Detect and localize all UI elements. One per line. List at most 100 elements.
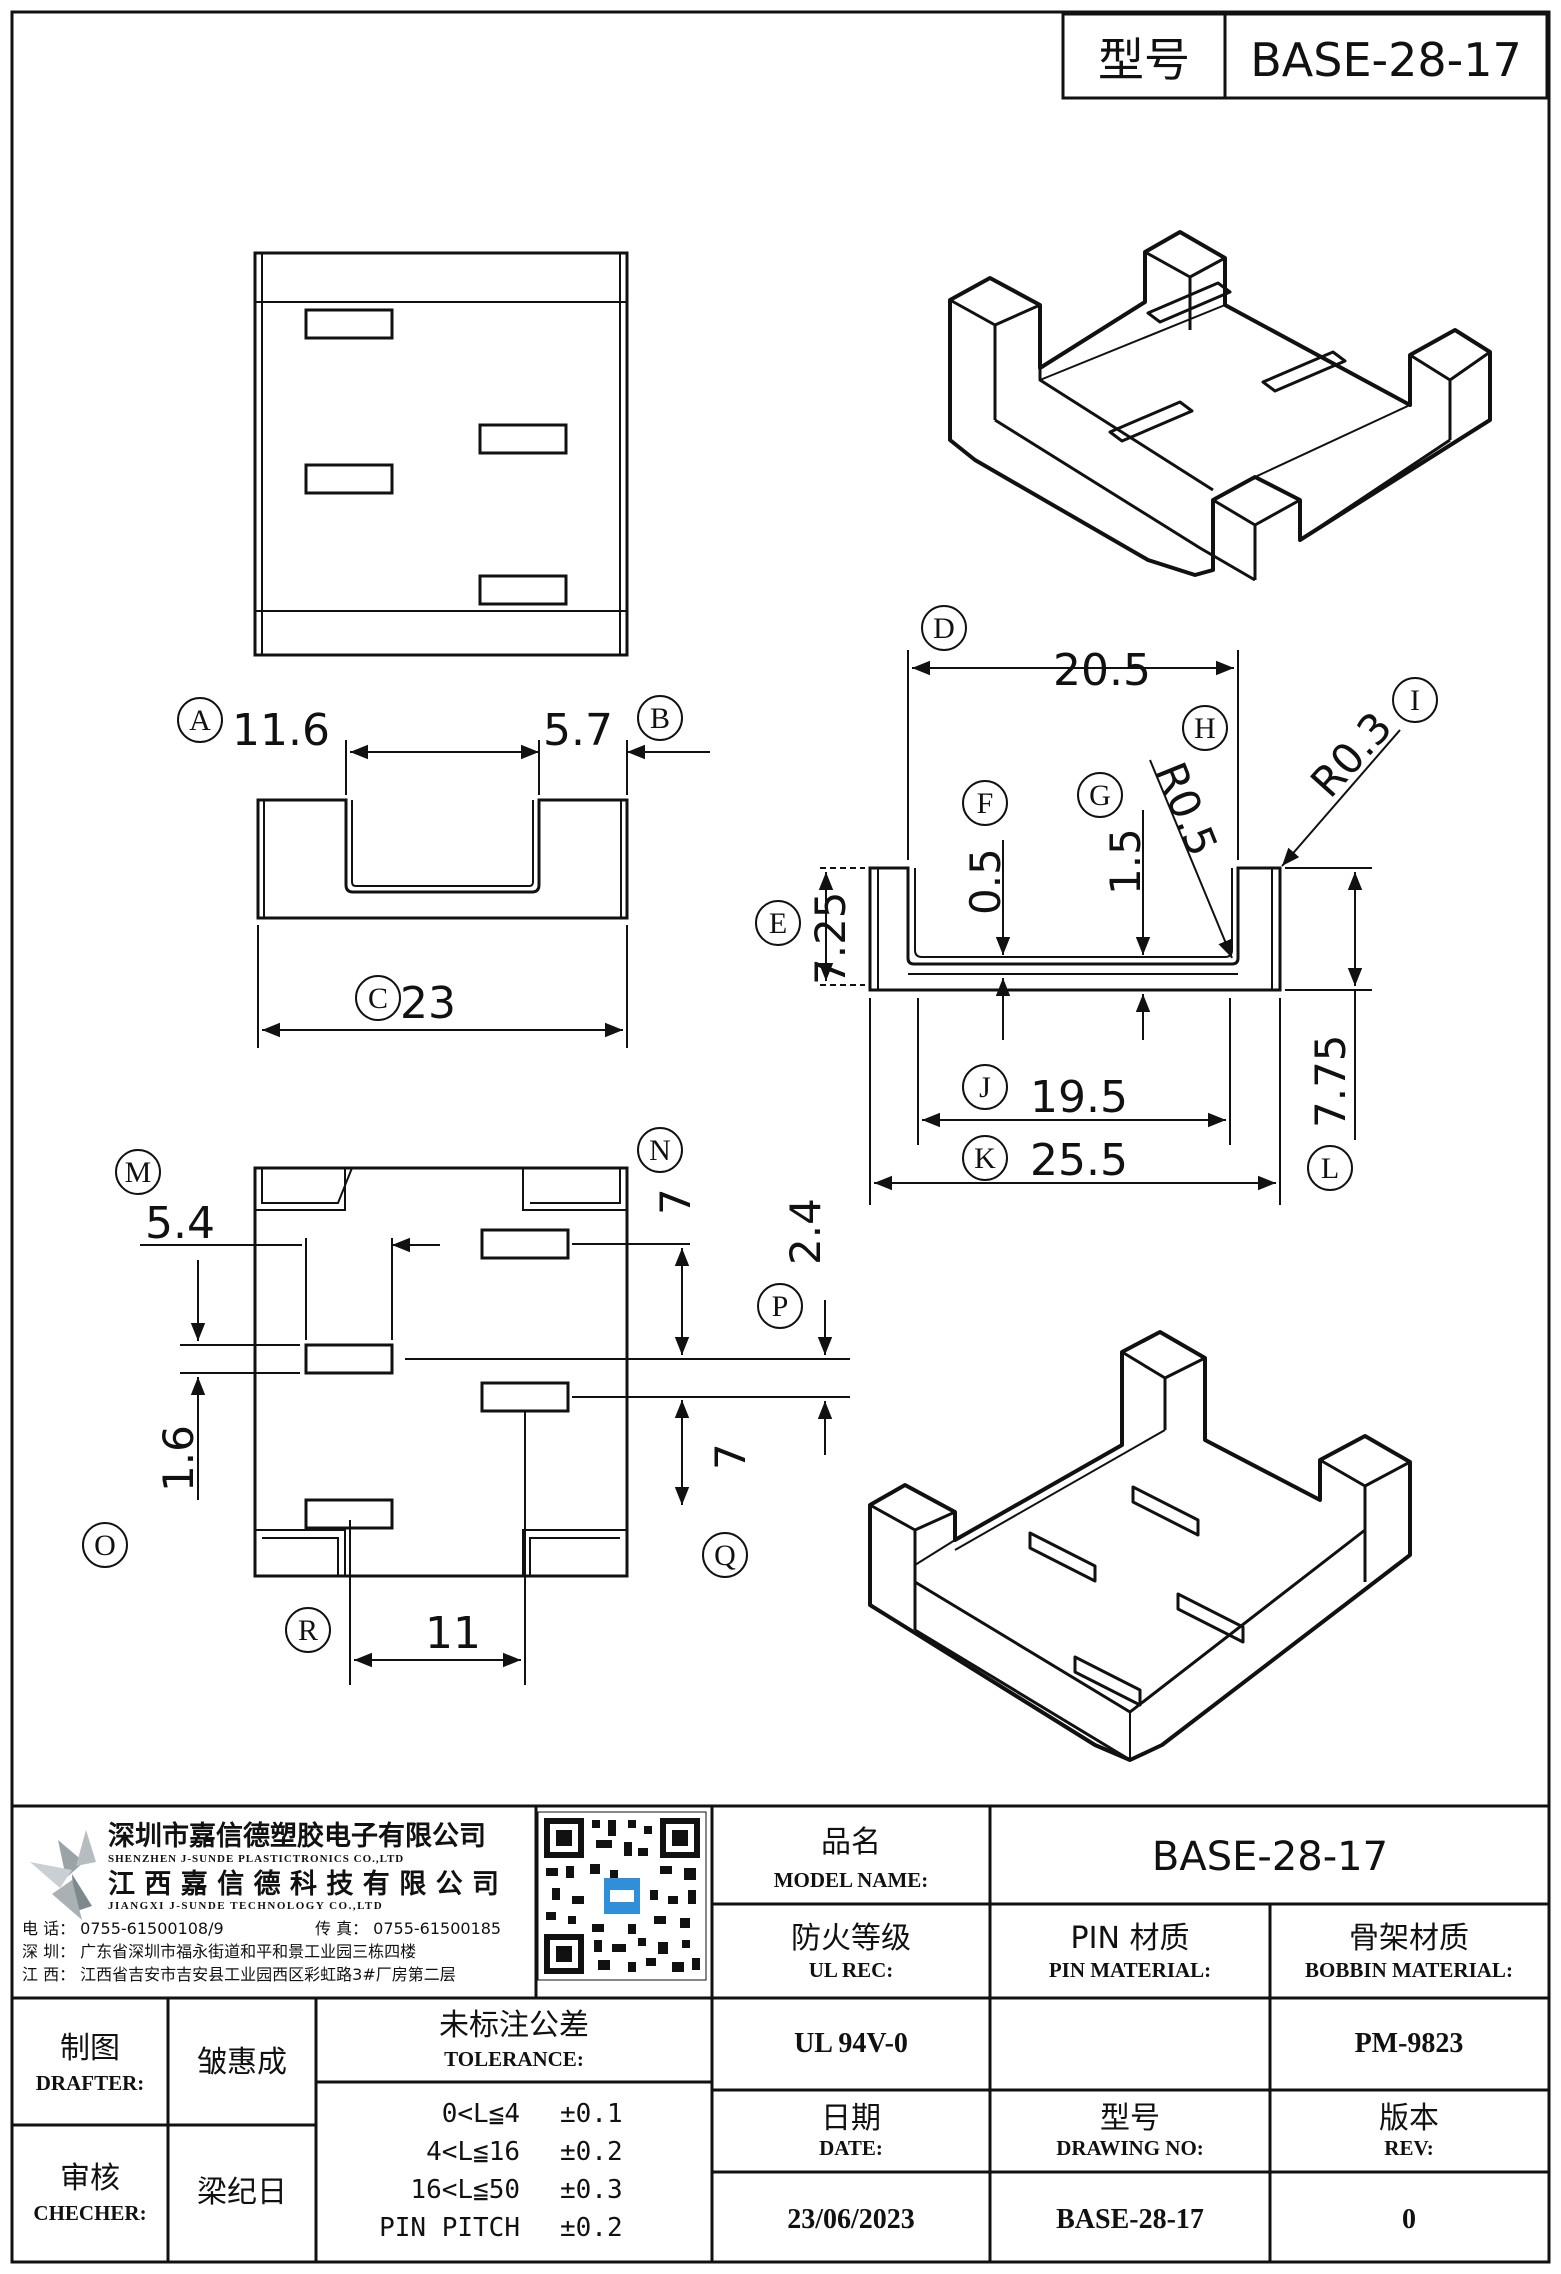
dim-n: 7 xyxy=(651,1188,700,1215)
company-name-1: 深圳市嘉信德塑胶电子有限公司 xyxy=(108,1820,486,1852)
dim-m: 5.4 xyxy=(145,1198,215,1249)
dim-k: 25.5 xyxy=(1030,1135,1128,1186)
bobbin-material-value: PM-9823 xyxy=(1355,2028,1464,2059)
drawing-no-en: DRAWING NO: xyxy=(1056,2136,1204,2160)
tolerance-range: 16<L≦50 xyxy=(410,2175,520,2205)
iso-view-top xyxy=(948,230,1492,582)
callouts: A B C D E F G H I J K L M N O P Q R xyxy=(82,605,1438,1653)
dim-e: 7.25 xyxy=(806,891,855,985)
dim-a: 11.6 xyxy=(232,705,330,756)
bobbin-material-en: BOBBIN MATERIAL: xyxy=(1305,1958,1513,1982)
checker-en: CHECHER: xyxy=(33,2201,146,2225)
company-name-en-1: SHENZHEN J-SUNDE PLASTICTRONICS CO.,LTD xyxy=(108,1853,404,1865)
date-value: 23/06/2023 xyxy=(787,2204,915,2235)
drawing-no-cn: 型号 xyxy=(1100,2101,1160,2136)
callout-l: L xyxy=(1321,1152,1339,1185)
header-model: BASE-28-17 xyxy=(1250,33,1522,87)
qr-code xyxy=(537,1811,707,1981)
tolerance-range: PIN PITCH xyxy=(379,2213,520,2243)
checker-name: 梁纪日 xyxy=(197,2175,287,2210)
dim-b: 5.7 xyxy=(543,705,613,756)
ul-value: UL 94V-0 xyxy=(794,2028,908,2059)
header-type-label: 型号 xyxy=(1098,33,1190,87)
pin-slot xyxy=(478,574,568,606)
company-address-sz: 深 圳： 广东省深圳市福永街道和平和景工业园三栋四楼 xyxy=(22,1942,416,1961)
callout-o: O xyxy=(94,1529,116,1562)
callout-p: P xyxy=(772,1290,789,1323)
pin-slot xyxy=(480,1228,570,1260)
rev-value: 0 xyxy=(1402,2204,1416,2235)
bottom-view: 5.4 7 2.4 7 1.6 11 xyxy=(140,1166,850,1685)
header-box: 型号 BASE-28-17 xyxy=(1061,12,1549,100)
title-block: 深圳市嘉信德塑胶电子有限公司 SHENZHEN J-SUNDE PLASTICT… xyxy=(12,1804,1549,2262)
dim-r05: R0.5 xyxy=(1146,755,1227,862)
tolerance-range: 0<L≦4 xyxy=(442,2099,520,2129)
company-address-jx: 江 西： 江西省吉安市吉安县工业园西区彩虹路3#厂房第二层 xyxy=(22,1965,456,1984)
dim-r: 11 xyxy=(425,1608,481,1659)
company-fax: 传 真： 0755-61500185 xyxy=(315,1919,501,1938)
dim-g: 1.5 xyxy=(1101,828,1150,895)
bobbin-material-cn: 骨架材质 xyxy=(1349,1921,1469,1956)
callout-f: F xyxy=(977,787,994,820)
top-view xyxy=(253,251,629,657)
callout-n: N xyxy=(649,1134,671,1167)
dim-r03: R0.3 xyxy=(1301,703,1402,807)
company-name-2: 江 西 嘉 信 德 科 技 有 限 公 司 xyxy=(108,1869,499,1900)
tolerance-cn: 未标注公差 xyxy=(439,2008,589,2043)
callout-i: I xyxy=(1410,684,1420,717)
callout-a: A xyxy=(189,704,211,737)
callout-h: H xyxy=(1194,712,1216,745)
date-cn: 日期 xyxy=(821,2101,881,2136)
pin-slot xyxy=(480,1381,570,1413)
rev-en: REV: xyxy=(1384,2136,1433,2160)
ul-rec-en: UL REC: xyxy=(809,1958,894,1982)
callout-b: B xyxy=(650,702,670,735)
company-name-en-2: JIANGXI J-SUNDE TECHNOLOGY CO.,LTD xyxy=(108,1900,383,1912)
tolerance-range: 4<L≦16 xyxy=(426,2137,520,2167)
drawing-no-value: BASE-28-17 xyxy=(1056,2204,1204,2235)
iso-view-bottom xyxy=(868,1330,1412,1762)
dim-c: 23 xyxy=(400,978,456,1029)
dim-p: 2.4 xyxy=(781,1198,830,1265)
tolerance-value: ±0.3 xyxy=(560,2175,623,2205)
rev-cn: 版本 xyxy=(1379,2101,1439,2136)
drafter-cn: 制图 xyxy=(60,2031,120,2066)
dim-j: 19.5 xyxy=(1030,1072,1128,1123)
ul-rec-cn: 防火等级 xyxy=(791,1921,911,1956)
dim-q: 7 xyxy=(706,1443,755,1470)
dim-f: 0.5 xyxy=(961,848,1010,915)
callout-m: M xyxy=(125,1156,152,1189)
pin-slot xyxy=(304,308,394,340)
model-name-en: MODEL NAME: xyxy=(774,1868,929,1892)
dim-o: 1.6 xyxy=(154,1425,203,1492)
pin-slot xyxy=(478,423,568,455)
callout-e: E xyxy=(769,907,787,940)
drafter-name: 皱惠成 xyxy=(197,2045,287,2080)
side-section-view: 20.5 19.5 25.5 0.5 1.5 7.25 7.75 R0.5 R0… xyxy=(806,645,1402,1205)
pin-slot xyxy=(304,1343,394,1375)
callout-q: Q xyxy=(714,1539,736,1572)
tolerance-value: ±0.1 xyxy=(560,2099,623,2129)
callout-g: G xyxy=(1089,779,1111,812)
tolerance-value: ±0.2 xyxy=(560,2213,623,2243)
checker-cn: 审核 xyxy=(60,2161,120,2196)
company-phone: 电 话： 0755-61500108/9 xyxy=(22,1919,224,1938)
front-view: 11.6 5.7 23 xyxy=(232,705,710,1048)
date-en: DATE: xyxy=(819,2136,883,2160)
pin-slot xyxy=(304,463,394,495)
callout-c: C xyxy=(368,982,388,1015)
dim-d: 20.5 xyxy=(1053,645,1151,696)
callout-r: R xyxy=(298,1614,318,1647)
pin-material-en: PIN MATERIAL: xyxy=(1049,1958,1211,1982)
pin-material-cn: PIN 材质 xyxy=(1071,1921,1190,1956)
model-name-cn: 品名 xyxy=(821,1825,881,1860)
sheet-border xyxy=(10,10,1551,2264)
callout-d: D xyxy=(933,612,955,645)
dim-l: 7.75 xyxy=(1306,1034,1355,1128)
tolerance-en: TOLERANCE: xyxy=(444,2047,584,2071)
drafter-en: DRAFTER: xyxy=(36,2071,145,2095)
callout-j: J xyxy=(979,1071,991,1104)
company-logo xyxy=(30,1830,96,1920)
callout-k: K xyxy=(974,1142,996,1175)
